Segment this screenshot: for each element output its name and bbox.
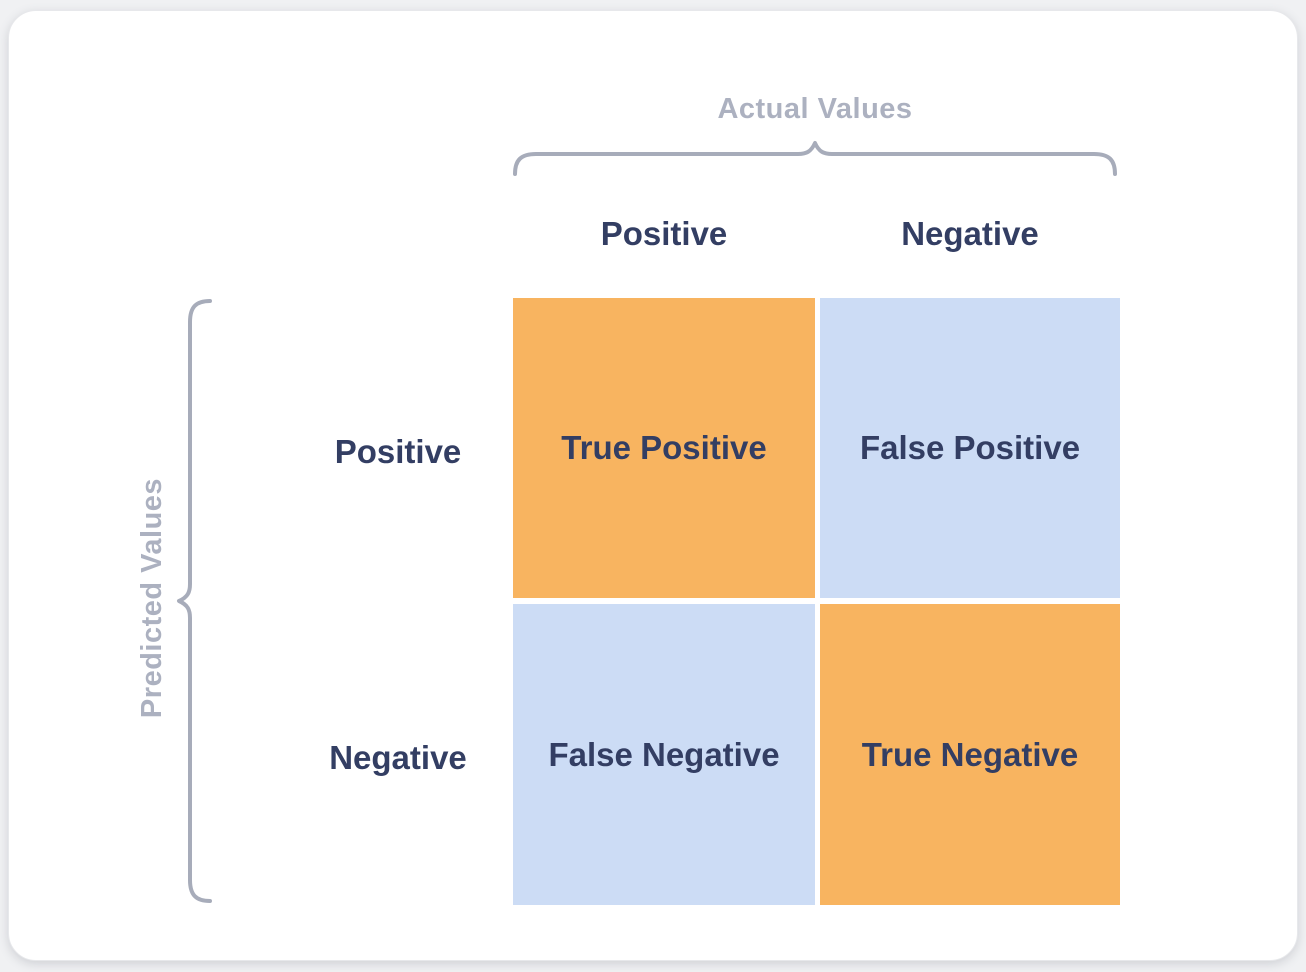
cell-true-negative: True Negative — [820, 604, 1120, 905]
top-brace-icon — [513, 141, 1117, 176]
cell-false-negative: False Negative — [513, 604, 815, 905]
column-header-positive: Positive — [600, 215, 728, 252]
column-header-negative: Negative — [901, 215, 1039, 252]
cell-true-positive: True Positive — [513, 298, 815, 598]
cell-false-positive: False Positive — [820, 298, 1120, 598]
predicted-values-label: Predicted Values — [136, 477, 168, 719]
actual-values-label: Actual Values — [717, 93, 913, 125]
left-brace-icon — [177, 299, 212, 903]
row-header-positive: Positive — [334, 433, 462, 470]
row-header-negative: Negative — [329, 739, 467, 776]
